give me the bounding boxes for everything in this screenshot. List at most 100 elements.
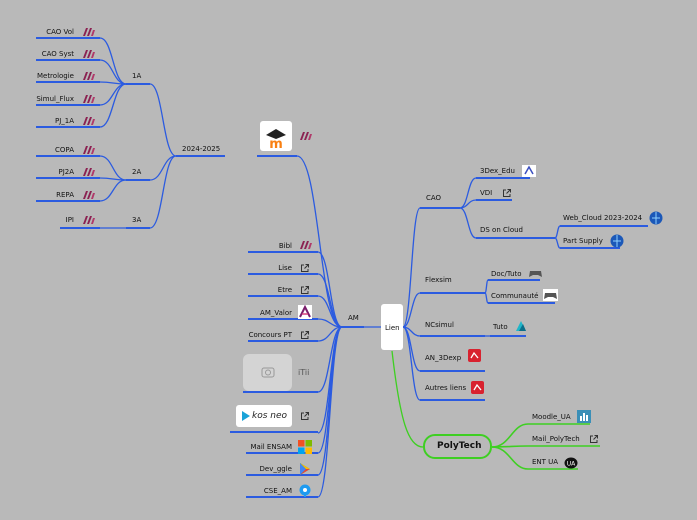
- link-lise[interactable]: Lise: [278, 264, 292, 272]
- 3dexp-icon: [471, 381, 484, 394]
- group-1a[interactable]: 1A: [132, 72, 142, 80]
- ensam-logo-icon: [83, 146, 95, 154]
- connector: [317, 326, 343, 393]
- am-node[interactable]: AM: [348, 314, 359, 322]
- link-etre[interactable]: Etre: [277, 286, 292, 294]
- connector: [149, 83, 177, 157]
- ensam-logo-icon: [300, 132, 312, 140]
- item-3dex-edu[interactable]: 3Dex_Edu: [480, 167, 515, 175]
- connector: [459, 207, 477, 239]
- item-cao-vol[interactable]: CAO Vol: [46, 28, 74, 36]
- connector: [99, 83, 127, 128]
- ncsimul-icon: [516, 321, 526, 331]
- center-label: Lien: [385, 324, 400, 332]
- link-concours-pt[interactable]: Concours PT: [248, 331, 292, 339]
- camera-icon: [261, 367, 275, 378]
- office-icon: [298, 440, 312, 454]
- branch-autres-liens[interactable]: Autres liens: [425, 384, 467, 392]
- gamepad-icon: [529, 271, 542, 277]
- item-metrologie[interactable]: Metrologie: [36, 72, 74, 80]
- item-simul-flux[interactable]: Simul_Flux: [36, 95, 74, 103]
- link-dev-ggle[interactable]: Dev_ggle: [259, 465, 292, 473]
- connector-polytech-item: [491, 446, 578, 470]
- connector: [317, 251, 343, 328]
- itii-logo: iTii: [298, 368, 310, 377]
- globe-icon: [649, 211, 663, 225]
- item-communaute[interactable]: Communauté: [491, 292, 539, 300]
- connector: [402, 292, 421, 328]
- branch-an-3dexp[interactable]: AN_3Dexp: [425, 354, 462, 362]
- group-2a[interactable]: 2A: [132, 168, 142, 176]
- svg-text:m: m: [269, 137, 283, 151]
- polytech-node[interactable]: [423, 434, 492, 459]
- kos-neo-logo[interactable]: kos neo: [236, 405, 292, 427]
- dassault-icon: [522, 165, 536, 177]
- item-moodle-ua[interactable]: Moodle_UA: [532, 413, 571, 421]
- ensam-logo-icon: [83, 191, 95, 199]
- link-cse-am[interactable]: CSE_AM: [263, 487, 292, 495]
- branch-flexsim[interactable]: Flexsim: [425, 276, 452, 284]
- item-vdi[interactable]: VDI: [480, 189, 493, 197]
- connector: [484, 292, 489, 304]
- link-bibl[interactable]: Bibl: [278, 242, 292, 250]
- connector: [99, 155, 127, 181]
- moodle-logo-icon: m: [266, 129, 286, 152]
- item-copa[interactable]: COPA: [55, 146, 74, 154]
- branch-cao[interactable]: CAO: [426, 194, 442, 202]
- item-cao-syst[interactable]: CAO Syst: [41, 50, 74, 58]
- polytech-label: PolyTech: [437, 441, 482, 451]
- am-valor-icon: [298, 305, 312, 319]
- center-node[interactable]: [381, 304, 403, 350]
- connector: [99, 37, 127, 85]
- item-ds-on-cloud[interactable]: DS on Cloud: [480, 226, 523, 234]
- gamepad-icon: [543, 289, 558, 301]
- connector: [554, 225, 561, 239]
- chart-icon: [577, 410, 591, 423]
- connector: [149, 155, 177, 229]
- item-ipi[interactable]: IPI: [65, 216, 74, 224]
- 3dexp-icon: [468, 349, 481, 362]
- external-link-icon: [301, 286, 309, 294]
- ensam-logo-icon: [83, 117, 95, 125]
- external-link-icon: [503, 189, 511, 197]
- item-pj2a[interactable]: PJ2A: [58, 168, 74, 176]
- connector-polytech: [391, 350, 424, 448]
- connector: [459, 199, 477, 209]
- branch-ncsimul[interactable]: NCsimul: [425, 321, 454, 329]
- branch-2024-2025[interactable]: 2024-2025: [182, 145, 221, 153]
- kos-neo-icon: [242, 411, 250, 421]
- ensam-logo-icon: [83, 216, 95, 224]
- external-link-icon: [301, 331, 309, 339]
- item-part-supply[interactable]: Part Supply: [563, 237, 603, 245]
- google-play-icon: [300, 463, 310, 475]
- connector: [317, 326, 343, 498]
- image-placeholder[interactable]: [243, 354, 292, 391]
- connector: [99, 179, 127, 202]
- moodle-logo-card[interactable]: m: [260, 121, 292, 152]
- connector: [484, 279, 489, 294]
- group-3a[interactable]: 3A: [132, 216, 142, 224]
- ensam-logo-icon: [300, 241, 312, 249]
- ensam-logo-icon: [83, 72, 95, 80]
- item-tuto[interactable]: Tuto: [493, 323, 508, 331]
- connector: [317, 326, 343, 476]
- item-repa[interactable]: REPA: [56, 191, 74, 199]
- item-pj-1a[interactable]: PJ_1A: [54, 117, 74, 125]
- link-mail-ensam[interactable]: Mail ENSAM: [250, 443, 292, 451]
- ensam-logo-icon: [83, 50, 95, 58]
- connector: [317, 273, 343, 328]
- item-mail-polytech[interactable]: Mail_PolyTech: [532, 435, 580, 443]
- connector: [402, 207, 421, 328]
- ensam-logo-icon: [83, 95, 95, 103]
- item-ent-ua[interactable]: ENT UA: [532, 458, 559, 466]
- item-doc-tuto[interactable]: Doc/Tuto: [491, 270, 522, 278]
- ent-icon: UA: [564, 457, 578, 469]
- globe-icon: [610, 234, 624, 248]
- svg-text:UA: UA: [567, 461, 576, 468]
- cse-icon: [299, 484, 311, 497]
- connector: [99, 83, 127, 106]
- connector: [402, 326, 421, 401]
- connector: [317, 295, 343, 328]
- item-web-cloud[interactable]: Web_Cloud 2023-2024: [563, 214, 643, 222]
- link-am-valor[interactable]: AM_Valor: [260, 309, 292, 317]
